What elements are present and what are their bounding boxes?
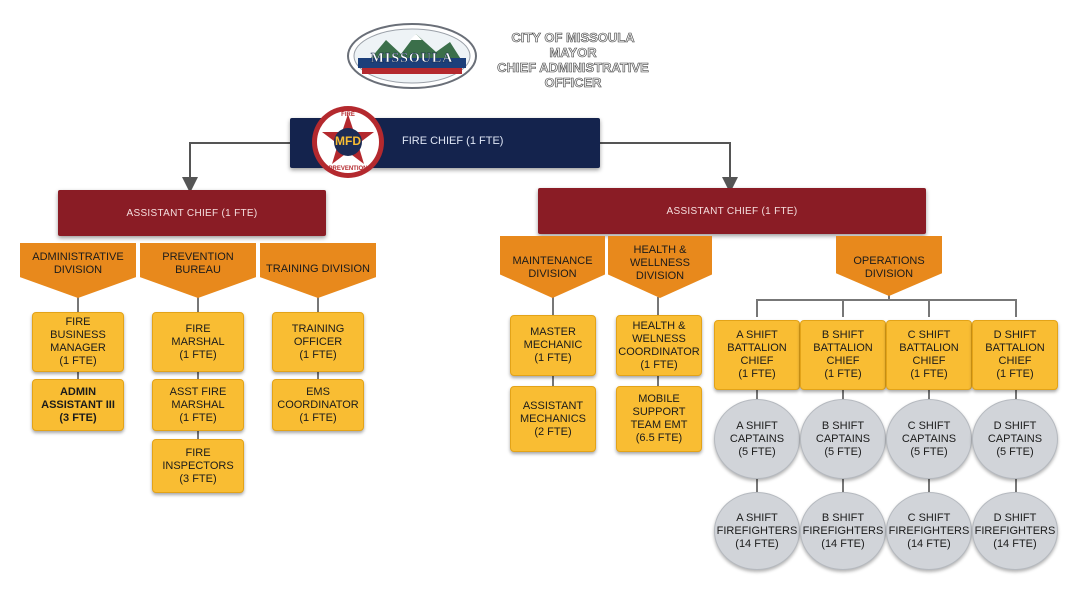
fire-marshal-box: FIRE MARSHAL (1 FTE) [152,312,244,372]
b-shift-battalion-chief: B SHIFT BATTALION CHIEF (1 FTE) [800,320,886,390]
b-shift-captains: B SHIFT CAPTAINS (5 FTE) [800,399,886,479]
city-mayor-cao-label: CITY OF MISSOULA MAYOR CHIEF ADMINISTRAT… [497,30,649,91]
c-shift-captains: C SHIFT CAPTAINS (5 FTE) [886,399,972,479]
a-shift-battalion-chief: A SHIFT BATTALION CHIEF (1 FTE) [714,320,800,390]
health-coordinator-box: HEALTH & WELNESS COORDINATOR (1 FTE) [616,315,702,376]
connector-chief-right [600,142,738,193]
emblem-ring-top: FIRE [341,112,355,118]
assistant-chief-right: ASSISTANT CHIEF (1 FTE) [538,188,926,234]
fire-chief-label: FIRE CHIEF (1 FTE) [402,135,504,147]
ems-coordinator-box: EMS COORDINATOR (1 FTE) [272,379,364,431]
d-shift-captains: D SHIFT CAPTAINS (5 FTE) [972,399,1058,479]
fire-inspectors-box: FIRE INSPECTORS (3 FTE) [152,439,244,493]
c-shift-firefighters: C SHIFT FIREFIGHTERS (14 FTE) [886,492,972,570]
connector-chief-left [182,142,290,193]
fire-department-emblem: MFD FIRE PREVENTION [310,104,386,180]
logo-text: MISSOULA [370,51,454,66]
fire-chief-box: MFD FIRE PREVENTION FIRE CHIEF (1 FTE) [290,106,600,178]
assistant-chief-left: ASSISTANT CHIEF (1 FTE) [58,190,326,236]
a-shift-captains: A SHIFT CAPTAINS (5 FTE) [714,399,800,479]
emblem-text: MFD [335,134,361,148]
d-shift-battalion-chief: D SHIFT BATTALION CHIEF (1 FTE) [972,320,1058,390]
training-officer-box: TRAINING OFFICER (1 FTE) [272,312,364,372]
missoula-logo: MISSOULA [346,20,478,90]
connector-ops-bus [756,299,1017,317]
master-mechanic-box: MASTER MECHANIC (1 FTE) [510,315,596,376]
fire-business-manager-box: FIRE BUSINESS MANAGER (1 FTE) [32,312,124,372]
asst-fire-marshal-box: ASST FIRE MARSHAL (1 FTE) [152,379,244,431]
emblem-ring-bottom: PREVENTION [328,166,368,172]
a-shift-firefighters: A SHIFT FIREFIGHTERS (14 FTE) [714,492,800,570]
c-shift-battalion-chief: C SHIFT BATTALION CHIEF (1 FTE) [886,320,972,390]
b-shift-firefighters: B SHIFT FIREFIGHTERS (14 FTE) [800,492,886,570]
mobile-support-box: MOBILE SUPPORT TEAM EMT (6.5 FTE) [616,386,702,452]
assistant-mechanics-box: ASSISTANT MECHANICS (2 FTE) [510,386,596,452]
d-shift-firefighters: D SHIFT FIREFIGHTERS (14 FTE) [972,492,1058,570]
admin-assistant-box: ADMIN ASSISTANT III (3 FTE) [32,379,124,431]
